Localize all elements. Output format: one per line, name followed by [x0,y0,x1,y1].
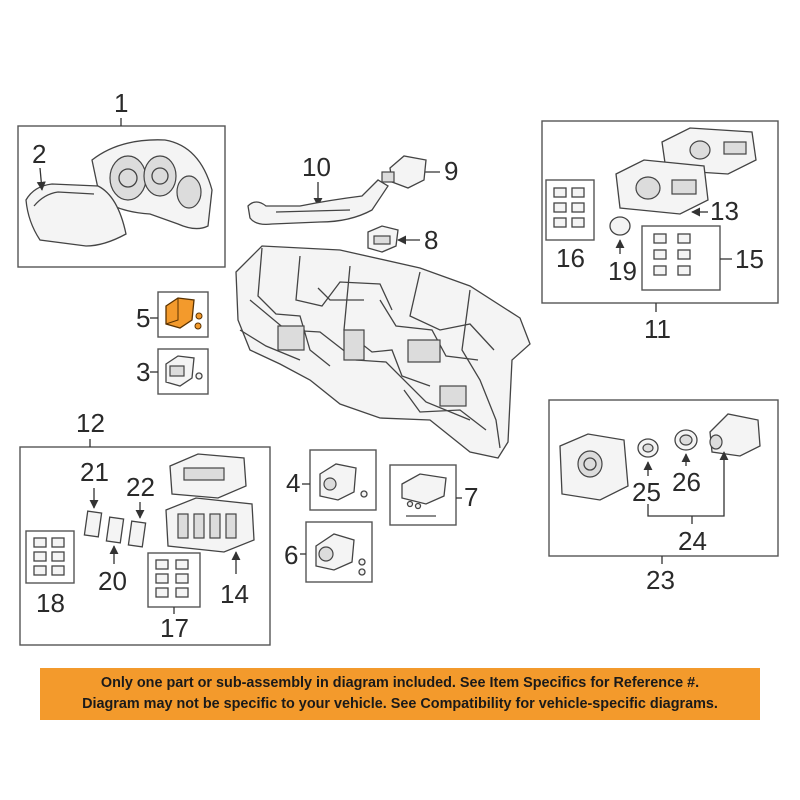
callout-15: 15 [735,244,764,274]
knob-19 [609,216,631,236]
callout-18: 18 [36,588,65,618]
group-23-climate: 23 25 26 24 [548,399,779,595]
callout-16: 16 [556,243,585,273]
part-4-box [309,449,377,511]
callout-8: 8 [424,225,438,255]
wire-harness [247,179,389,226]
callout-14: 14 [220,579,249,609]
disclaimer-line-1: Only one part or sub-assembly in diagram… [100,675,700,691]
group-1-instrument-cluster: 1 2 [17,88,226,268]
part-7-box [389,464,457,526]
callout-10: 10 [302,152,331,182]
callout-5: 5 [136,303,150,333]
switch-22 [127,520,147,548]
part-15-box [641,225,721,291]
callout-4: 4 [286,468,300,498]
group-12-box [19,446,271,646]
disclaimer-line-2: Diagram may not be specific to your vehi… [82,696,718,712]
dashboard-panel [235,245,531,459]
switch-4 [319,463,357,501]
callout-11: 11 [644,314,671,344]
part-6-box [305,521,373,583]
audio-panel [615,159,709,215]
callout-1: 1 [114,88,128,118]
switch-20 [105,516,125,544]
callout-2: 2 [32,139,46,169]
highlighted-part-5 [165,297,195,329]
parts-4-6-7: 4 6 7 [284,449,478,583]
parts-10-9-8: 10 9 8 [247,152,458,255]
part-5-highlighted: 5 [136,291,209,338]
callout-9: 9 [444,156,458,186]
part-18-box [25,530,75,584]
callout-25: 25 [632,477,661,507]
switch-21 [83,510,103,538]
part-5-box [157,291,209,338]
callout-24: 24 [678,526,707,556]
group-11-box [541,120,779,304]
switch-7 [401,473,447,505]
callout-13: 13 [710,196,739,226]
connector-9 [389,155,427,189]
part-3: 3 [136,348,209,395]
callout-21: 21 [80,457,109,487]
disclaimer-banner: Only one part or sub-assembly in diagram… [40,668,760,720]
callout-7: 7 [464,482,478,512]
callout-23: 23 [646,565,675,595]
callout-26: 26 [672,467,701,497]
callout-20: 20 [98,566,127,596]
callout-12: 12 [76,408,105,438]
group-23-box [548,399,779,557]
callout-22: 22 [126,472,155,502]
part-16-box [545,179,595,241]
group-11-controls: 11 13 16 19 15 [541,120,779,344]
callout-19: 19 [608,256,637,286]
callout-17: 17 [160,613,189,643]
callout-6: 6 [284,540,298,570]
group-12-switch-panels: 12 14 21 20 22 18 [19,408,271,646]
switch-24 [709,413,761,457]
callout-3: 3 [136,357,150,387]
